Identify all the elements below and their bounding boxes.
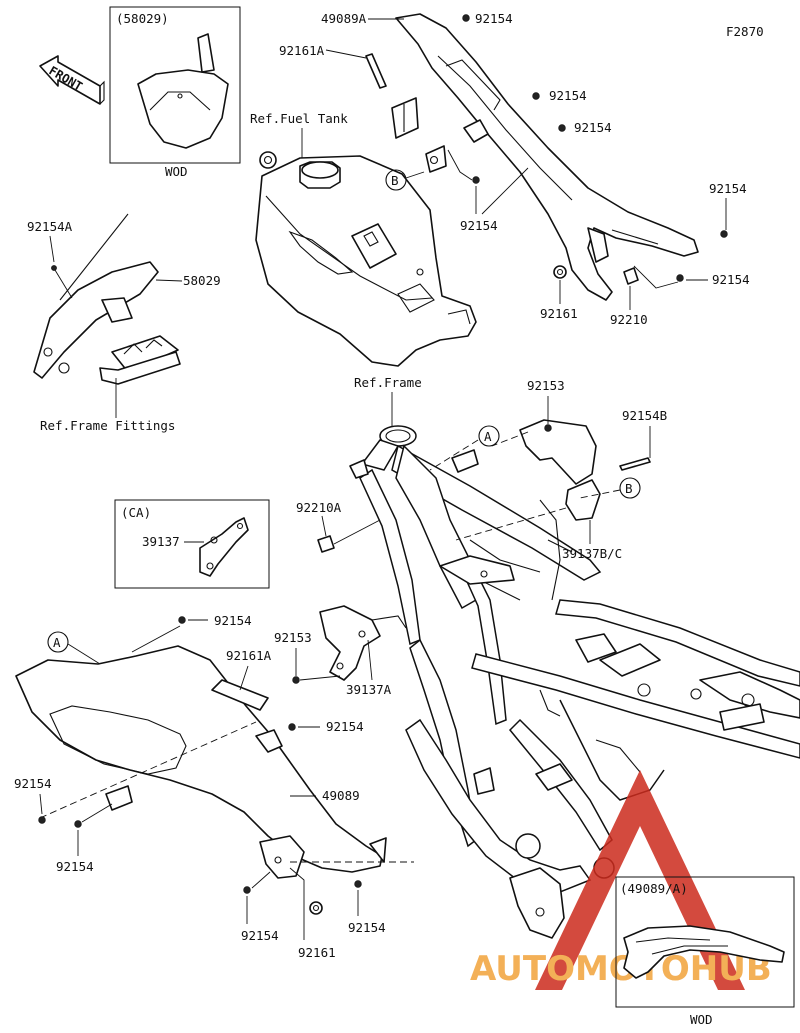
callout-a-frame-text: A: [484, 429, 492, 444]
bolt-92154-top: [462, 14, 470, 22]
label-92161-r: 92161: [540, 306, 578, 321]
label-92210: 92210: [610, 312, 648, 327]
bolt-92154-l4: [74, 820, 82, 828]
label-92154-rr2: 92154: [712, 272, 750, 287]
grommet-92210: [623, 267, 639, 285]
bolt-92154-r1: [532, 92, 540, 100]
label-49089A: 49089A: [321, 11, 367, 26]
bolt-92154-r2: [558, 124, 566, 132]
label-92153-l: 92153: [274, 630, 312, 645]
callout-a-cover: [47, 631, 69, 653]
bolt-92154B: [619, 457, 651, 471]
bolt-92154-l3: [38, 816, 46, 824]
collar-92161-r: [553, 265, 567, 279]
label-92154-b1: 92154: [241, 928, 279, 943]
inset-side-cover-note: WOD: [690, 1012, 713, 1027]
callout-a-frame: [478, 425, 500, 447]
collar-92161A-l: [211, 679, 269, 711]
bolt-92153-top: [544, 424, 552, 432]
label-92161-b: 92161: [298, 945, 336, 960]
ref-frame-fittings: Ref.Frame Fittings: [40, 418, 175, 433]
inset-ca-part: 39137: [142, 534, 180, 549]
bolt-92154-rr1: [720, 230, 728, 238]
callout-b-upper: [385, 169, 407, 191]
label-49089: 49089: [322, 788, 360, 803]
figure-code: F2870: [726, 24, 764, 39]
bolt-92154-l2: [288, 723, 296, 731]
inset-number-plate-ref: (58029): [116, 11, 169, 26]
label-92154-r2: 92154: [574, 120, 612, 135]
inset-ca: (CA) 39137: [114, 499, 270, 589]
callout-b-upper-text: B: [391, 173, 399, 188]
grommet-92210A: [317, 535, 335, 553]
ref-fuel-tank: Ref.Fuel Tank: [250, 111, 348, 126]
label-92154-rr1: 92154: [709, 181, 747, 196]
bolt-92154-mid: [472, 176, 480, 184]
bolt-92154-b2: [354, 880, 362, 888]
label-92154-b2: 92154: [348, 920, 386, 935]
callout-b-frame-text: B: [625, 481, 633, 496]
number-plate-assembly: [33, 213, 181, 385]
collar-92161-b: [309, 901, 323, 915]
label-92154-l1: 92154: [214, 613, 252, 628]
label-92154-r1: 92154: [549, 88, 587, 103]
inset-ca-ref: (CA): [121, 505, 151, 520]
callout-a-cover-text: A: [53, 635, 61, 650]
label-92154B: 92154B: [622, 408, 667, 423]
label-92154-top: 92154: [475, 11, 513, 26]
label-92154A: 92154A: [27, 219, 73, 234]
front-direction-arrow: FRONT: [39, 55, 105, 105]
upper-frame-cover: [391, 13, 699, 301]
collar-92161A-top: [365, 53, 387, 89]
label-92154-l4: 92154: [56, 859, 94, 874]
bolt-92154-l1: [178, 616, 186, 624]
label-58029: 58029: [183, 273, 221, 288]
ref-frame: Ref.Frame: [354, 375, 422, 390]
callout-b-frame: [619, 477, 641, 499]
inset-side-cover: (49089/A) WOD: [615, 876, 795, 1027]
label-39137A: 39137A: [346, 682, 392, 697]
bolt-92154-b1: [243, 886, 251, 894]
label-92210A: 92210A: [296, 500, 342, 515]
inset-side-cover-ref: (49089/A): [620, 881, 688, 896]
label-92154-mid: 92154: [460, 218, 498, 233]
inset-number-plate: (58029) WOD: [109, 6, 241, 179]
label-92154-l2: 92154: [326, 719, 364, 734]
frame: [349, 419, 800, 939]
side-cover: [15, 645, 387, 879]
bracket-39137A: [319, 605, 407, 681]
label-39137BC: 39137B/C: [562, 546, 622, 561]
bolt-92154-rr2: [676, 274, 684, 282]
label-92154-l3: 92154: [14, 776, 52, 791]
bolt-92153-l: [292, 676, 300, 684]
inset-number-plate-note: WOD: [165, 164, 188, 179]
watermark-text: AUTOMOTOHUB: [470, 949, 772, 989]
label-92161A-l: 92161A: [226, 648, 272, 663]
fuel-tank: [255, 151, 477, 367]
label-92153-top: 92153: [527, 378, 565, 393]
label-92161A-top: 92161A: [279, 43, 325, 58]
